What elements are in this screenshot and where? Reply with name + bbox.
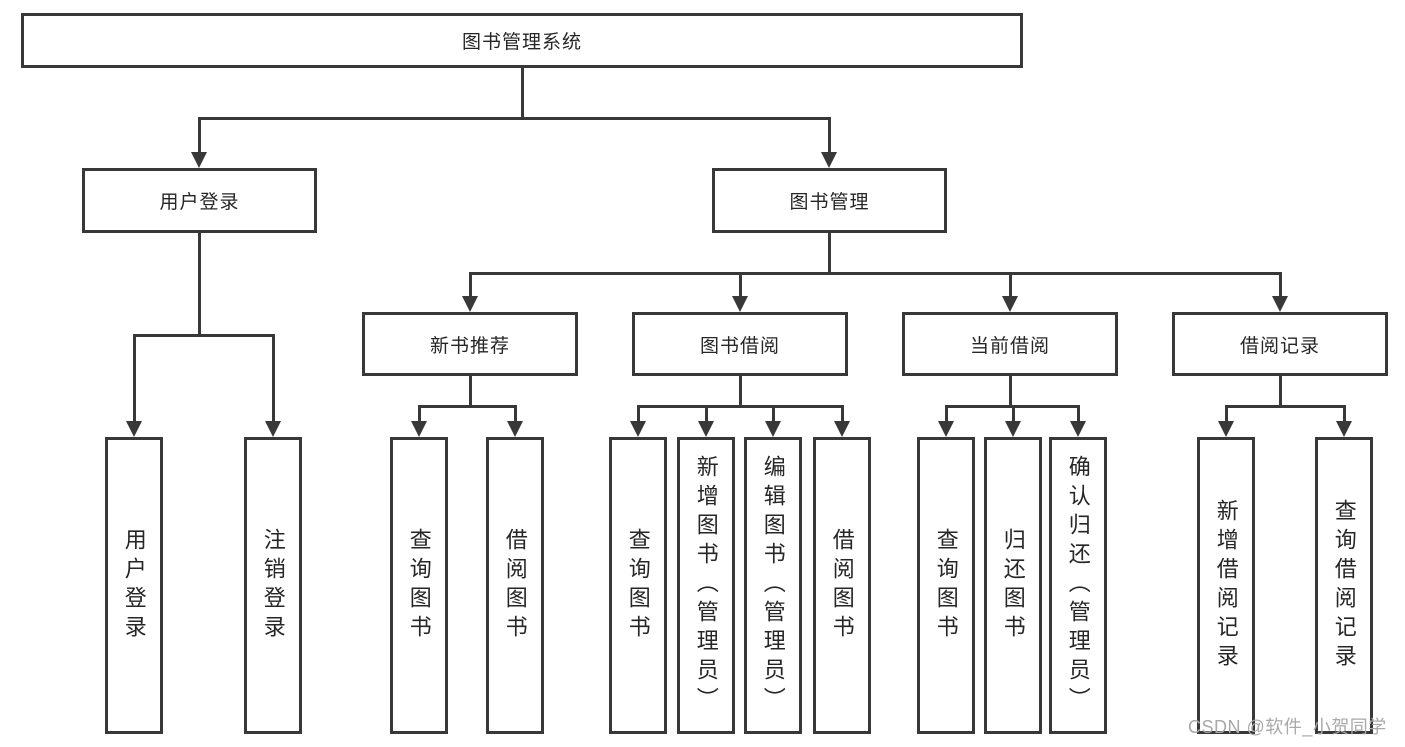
connector-line [1009,272,1012,300]
connector-line [1343,405,1346,425]
node-label: 用户登录 [121,527,147,644]
arrow-down-icon [938,421,954,437]
node-label: 图书管理 [789,192,870,213]
node-label: 查询图书 [625,527,651,644]
node-label: 借阅图书 [502,527,528,644]
connector-line [198,233,201,336]
arrow-down-icon [1272,296,1288,312]
node-label: 编辑图书（管理员） [760,455,786,716]
connector-line [828,117,831,155]
node-label: 注销登录 [260,527,286,644]
node-library-management-system: 图书管理系统 [21,13,1023,68]
connector-line [521,68,524,119]
node-label: 归还图书 [1000,527,1026,644]
node-user-login: 用户登录 [82,168,317,233]
leaf-borrow-books-recommend: 借阅图书 [486,437,544,734]
connector-line [637,405,640,425]
node-label: 图书借阅 [699,335,780,357]
node-label: 查询图书 [406,527,432,644]
connector-line [198,117,831,120]
watermark: CSDN @软件_小贺同学 [1188,717,1387,737]
node-label: 新增借阅记录 [1213,498,1239,673]
node-borrowing-records: 借阅记录 [1172,312,1388,376]
node-label: 查询图书 [933,527,959,644]
arrow-down-icon [191,152,207,168]
connector-line [272,334,275,424]
connector-line [841,405,844,425]
connector-line [198,117,201,155]
leaf-query-books-current: 查询图书 [917,437,975,734]
connector-line [133,334,136,424]
connector-line [1225,405,1228,425]
node-book-management: 图书管理 [712,168,947,233]
connector-line [1279,376,1282,407]
leaf-query-borrow-record: 查询借阅记录 [1315,437,1373,734]
node-label: 新书推荐 [429,335,510,357]
connector-line [1279,272,1282,300]
arrow-down-icon [765,421,781,437]
connector-line [1225,405,1346,408]
connector-line [705,405,708,425]
arrow-down-icon [1218,421,1234,437]
leaf-borrow-books-borrowing: 借阅图书 [813,437,871,734]
arrow-down-icon [126,421,142,437]
node-new-book-recommendation: 新书推荐 [362,312,578,376]
arrow-down-icon [1005,421,1021,437]
connector-line [637,405,844,408]
node-label: 借阅图书 [829,527,855,644]
node-label: 确认归还（管理员） [1065,455,1091,716]
leaf-logout-login: 注销登录 [244,437,302,734]
node-label: 当前借阅 [969,335,1050,357]
node-book-borrowing: 图书借阅 [632,312,848,376]
arrow-down-icon [1070,421,1086,437]
connector-line [739,272,742,300]
leaf-add-borrow-record: 新增借阅记录 [1197,437,1255,734]
connector-line [469,376,472,407]
arrow-down-icon [732,296,748,312]
connector-line [469,272,472,300]
connector-line [1009,376,1012,407]
node-label: 用户登录 [159,192,240,213]
arrow-down-icon [1002,296,1018,312]
node-label: 新增图书（管理员） [693,455,719,716]
connector-line [514,405,517,425]
connector-line [772,405,775,425]
leaf-edit-books-admin: 编辑图书（管理员） [744,437,802,734]
leaf-return-books: 归还图书 [984,437,1042,734]
leaf-query-books-borrowing: 查询图书 [609,437,667,734]
leaf-query-books-recommend: 查询图书 [390,437,448,734]
arrow-down-icon [1336,421,1352,437]
connector-line [133,334,274,337]
node-label: 查询借阅记录 [1331,498,1357,673]
connector-line [418,405,517,408]
leaf-user-login: 用户登录 [105,437,163,734]
connector-line [1012,405,1015,425]
arrow-down-icon [834,421,850,437]
node-label: 借阅记录 [1239,335,1320,357]
connector-line [418,405,421,425]
connector-line [828,233,831,274]
connector-line [1077,405,1080,425]
arrow-down-icon [630,421,646,437]
arrow-down-icon [411,421,427,437]
connector-line [469,272,1281,275]
leaf-confirm-return-admin: 确认归还（管理员） [1049,437,1107,734]
node-label: 图书管理系统 [461,32,582,53]
arrow-down-icon [265,421,281,437]
connector-line [945,405,948,425]
arrow-down-icon [821,152,837,168]
arrow-down-icon [462,296,478,312]
arrow-down-icon [507,421,523,437]
arrow-down-icon [698,421,714,437]
connector-line [739,376,742,407]
node-current-borrowing: 当前借阅 [902,312,1118,376]
leaf-add-books-admin: 新增图书（管理员） [677,437,735,734]
